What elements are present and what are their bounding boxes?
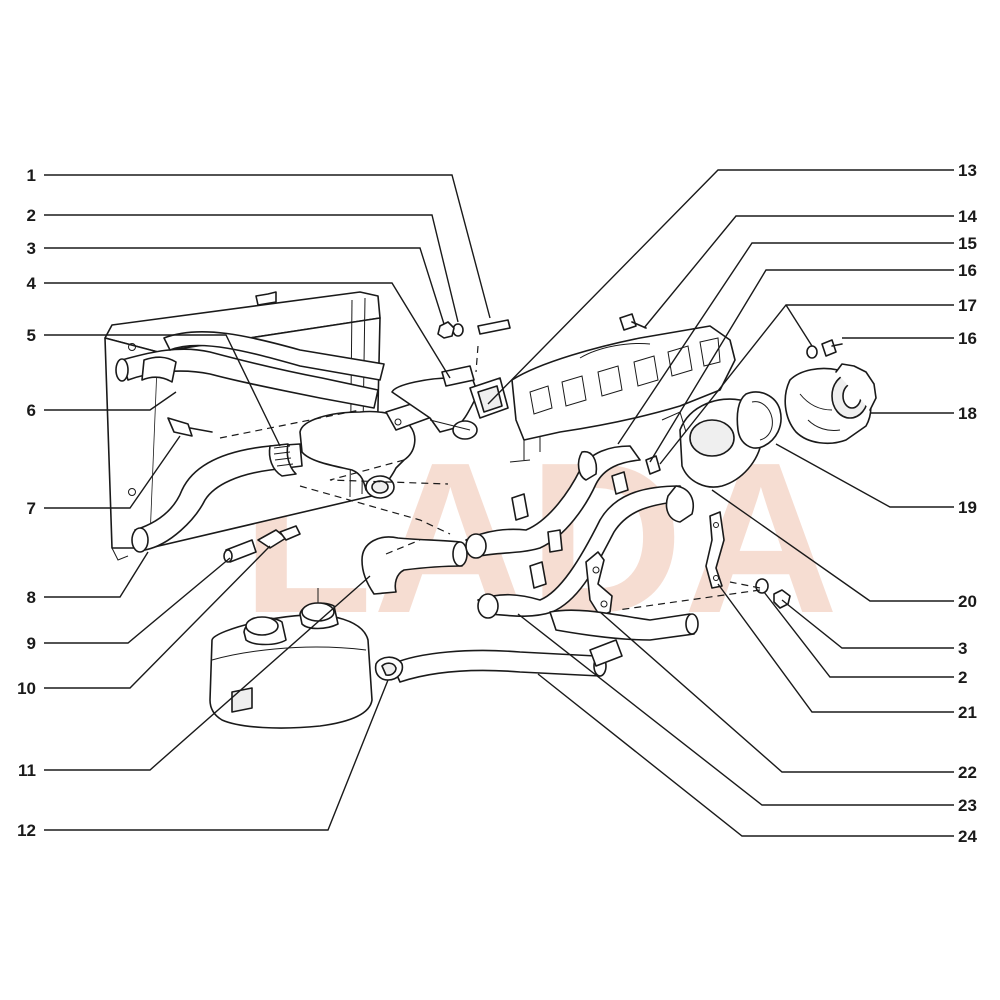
heater-return-pipe <box>465 445 641 559</box>
callout-3-right: 3 <box>958 639 967 658</box>
callout-16-upper: 16 <box>958 261 977 280</box>
water-pump <box>784 363 877 445</box>
lower-radiator-hose <box>131 443 303 553</box>
callout-24: 24 <box>958 827 977 846</box>
callout-13: 13 <box>958 161 977 180</box>
callout-2-left: 2 <box>27 206 36 225</box>
elbow-hose <box>361 536 468 595</box>
expansion-tank-hose <box>391 649 607 683</box>
washer-2-upper <box>452 323 464 337</box>
hose-clamp-12 <box>374 656 404 681</box>
callout-7: 7 <box>27 499 36 518</box>
assembly-dashed-lines <box>219 345 761 611</box>
nut-3-upper <box>437 321 455 339</box>
bracket-15 <box>611 455 661 495</box>
callout-12: 12 <box>17 821 36 840</box>
callout-10: 10 <box>17 679 36 698</box>
callout-19: 19 <box>958 498 977 517</box>
callout-18: 18 <box>958 404 977 423</box>
callout-22: 22 <box>958 763 977 782</box>
sleeve-9 <box>223 539 257 563</box>
callout-23: 23 <box>958 796 977 815</box>
callout-9: 9 <box>27 634 36 653</box>
callout-11: 11 <box>18 761 36 780</box>
callout-8: 8 <box>27 588 36 607</box>
coolant-outlet-pipe <box>391 365 509 440</box>
callout-20: 20 <box>958 592 977 611</box>
bolt-14 <box>619 313 647 331</box>
callout-17: 17 <box>958 296 977 315</box>
bracket-21 <box>705 511 725 589</box>
callout-15: 15 <box>958 234 977 253</box>
heater-hose-lower <box>549 609 699 667</box>
callout-6: 6 <box>27 401 36 420</box>
stud-1 <box>477 319 511 335</box>
callout-5: 5 <box>27 326 36 345</box>
thermostat-bypass-hose <box>163 330 385 381</box>
callout-2-right: 2 <box>958 668 967 687</box>
temperature-sensor <box>167 417 213 437</box>
callout-4: 4 <box>27 274 37 293</box>
callout-14: 14 <box>958 207 977 226</box>
callout-16-lower: 16 <box>958 329 977 348</box>
expansion-tank <box>209 588 373 729</box>
callout-21: 21 <box>958 703 977 722</box>
leader-lines <box>44 169 954 837</box>
callout-3-left: 3 <box>27 239 36 258</box>
washer-17 <box>806 345 818 359</box>
callout-1: 1 <box>27 166 36 185</box>
bolt-16-upper <box>821 339 843 357</box>
washer-2-right <box>755 578 769 594</box>
hose-clamp <box>268 443 297 477</box>
bracket-22 <box>585 551 613 617</box>
callouts-left: 1 2 3 4 5 6 7 8 9 10 11 12 <box>17 166 36 840</box>
coolant-sensor-10 <box>257 525 301 549</box>
upper-radiator-hose <box>115 348 379 409</box>
callouts-right: 13 14 15 16 17 16 18 19 20 3 2 21 22 23 … <box>958 161 977 846</box>
pump-gasket <box>736 391 782 449</box>
